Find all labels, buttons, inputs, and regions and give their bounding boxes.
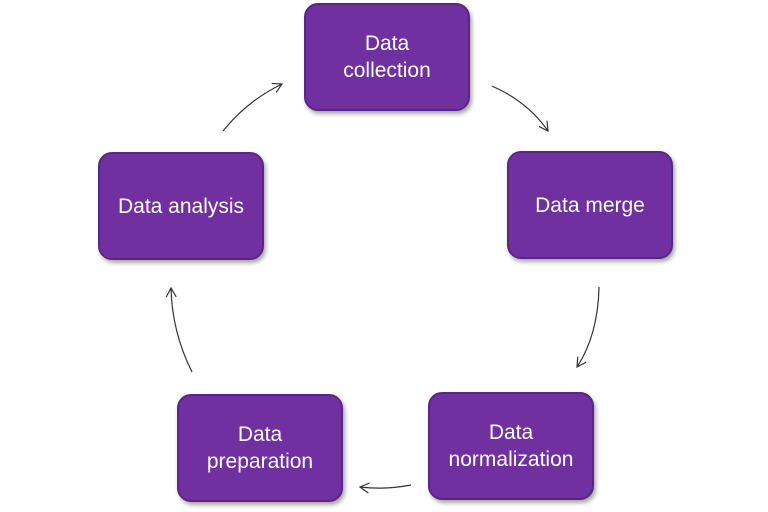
node-data-collection: Data collection [304, 3, 470, 111]
arrow-collection-to-merge [491, 85, 549, 133]
arrow-normalization-to-preparation [358, 482, 412, 494]
node-data-preparation: Data preparation [177, 394, 343, 502]
arrow-preparation-to-analysis [165, 286, 193, 373]
node-label: Data analysis [117, 194, 245, 218]
node-label: Data preparation [206, 423, 314, 473]
node-label: Data merge [535, 193, 645, 217]
node-data-analysis: Data analysis [98, 152, 264, 260]
node-label: Data normalization [448, 421, 574, 471]
arrow-analysis-to-collection [222, 82, 284, 132]
node-label: Data collection [343, 32, 431, 82]
arrow-merge-to-normalization [576, 286, 600, 369]
node-data-normalization: Data normalization [428, 392, 594, 500]
node-data-merge: Data merge [507, 151, 673, 259]
